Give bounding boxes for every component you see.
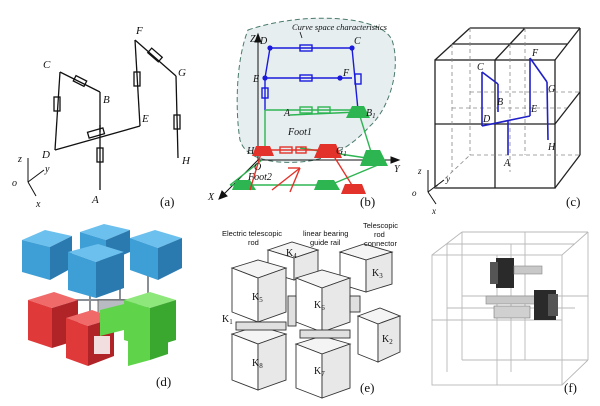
prismatic-joint-gh (173, 114, 181, 130)
blue-joints (262, 45, 355, 81)
axis-b-Z: Z (250, 34, 256, 45)
link-c-b (59, 71, 101, 93)
panel-c-axes (427, 170, 445, 205)
label-c-G: G (548, 84, 555, 95)
label-a-D: D (41, 149, 50, 161)
label-foot1: Foot1 (287, 127, 312, 138)
panel-c-hidden-lines (434, 28, 580, 189)
label-telescopic-3: connector (364, 239, 397, 248)
prismatic-joint-fg (146, 47, 164, 63)
label-K6: K6 (314, 300, 325, 312)
axis-c-y: y (445, 174, 450, 184)
label-a-G: G (178, 67, 186, 79)
panel-e-module-drawing (230, 241, 402, 399)
link-g-h (175, 75, 179, 159)
label-b-E: E (252, 74, 259, 85)
label-c-H: H (547, 142, 556, 153)
panel-c-blue-path (481, 57, 549, 155)
caption-b: (b) (360, 194, 375, 209)
axis-a-x: x (35, 199, 41, 210)
label-foot2: Foot2 (247, 172, 272, 183)
label-b-C: C (354, 36, 361, 47)
red-joint-g1 (314, 144, 342, 158)
title-pointer (299, 31, 303, 39)
label-K7: K7 (314, 366, 325, 378)
label-K4: K4 (286, 248, 297, 260)
joint-center (86, 127, 106, 139)
green-foot-base-2 (314, 180, 340, 190)
label-K2: K2 (382, 334, 393, 346)
prismatic-joint-ef (133, 71, 141, 87)
prismatic-joint-dc (53, 96, 61, 112)
axis-c-o: o (412, 188, 417, 198)
label-bearing-1: linear bearing (303, 229, 348, 238)
red-joint-o (252, 146, 274, 156)
panel-a-linkage-diagram (53, 39, 181, 190)
label-a-B: B (103, 94, 110, 106)
green-joint-b1 (346, 106, 370, 118)
green-cubes (100, 292, 176, 366)
axis-c-z: z (417, 166, 422, 176)
label-b-B1: B1 (366, 108, 376, 120)
label-b-D: D (259, 36, 268, 47)
label-K5: K5 (252, 292, 263, 304)
label-electric-rod-1: Electric telescopic (222, 229, 282, 238)
green-joint-right (360, 150, 388, 166)
axis-a-y: y (44, 164, 50, 175)
axis-b-Y: Y (394, 164, 401, 175)
caption-c: (c) (566, 194, 580, 209)
blue-cubes (22, 224, 182, 298)
red-foot-right (341, 184, 366, 194)
label-electric-rod-2: rod (248, 238, 259, 247)
label-K1: K1 (222, 314, 233, 326)
prismatic-joint-cb (72, 74, 88, 88)
label-K3: K3 (372, 268, 383, 280)
label-c-B: B (497, 97, 503, 108)
label-c-E: E (530, 104, 537, 115)
curve-space-title: Curve space characteristics (292, 22, 388, 32)
label-b-A: A (283, 108, 291, 119)
label-c-C: C (477, 62, 484, 73)
caption-d: (d) (156, 374, 171, 389)
link-e-f (134, 39, 141, 127)
link-d-e (54, 125, 141, 151)
label-K8: K8 (252, 358, 263, 370)
panel-d-robot-render (22, 224, 182, 366)
label-a-C: C (43, 59, 51, 71)
label-c-A: A (503, 158, 511, 169)
prismatic-joint-a (96, 147, 104, 163)
caption-e: (e) (360, 380, 374, 395)
label-b-H: H (246, 146, 255, 157)
panel-a-axes (27, 158, 45, 197)
axis-a-z: z (17, 154, 22, 165)
label-b-G1: G1 (336, 146, 347, 158)
label-b-O: O (254, 162, 261, 173)
label-a-H: H (181, 155, 191, 167)
green-foot-base (232, 180, 256, 190)
blue-linkage (261, 44, 362, 111)
label-telescopic-1: Telescopic (363, 221, 398, 230)
red-cubes (28, 292, 114, 366)
caption-f: (f) (564, 380, 577, 395)
axis-a-o: o (12, 178, 17, 189)
label-b-F: F (342, 68, 350, 79)
panel-f-actuators (485, 258, 558, 320)
label-c-D: D (482, 114, 491, 125)
caption-a: (a) (160, 194, 174, 209)
axis-c-x: x (431, 206, 436, 216)
axis-b-X: X (207, 192, 215, 203)
curve-space-region (236, 17, 396, 163)
label-telescopic-2: rod (374, 230, 385, 239)
link-f-g (134, 39, 177, 77)
label-a-F: F (135, 25, 143, 37)
label-bearing-2: guide rail (310, 238, 341, 247)
label-c-F: F (531, 48, 539, 59)
label-a-A: A (91, 194, 99, 206)
label-a-E: E (141, 113, 149, 125)
